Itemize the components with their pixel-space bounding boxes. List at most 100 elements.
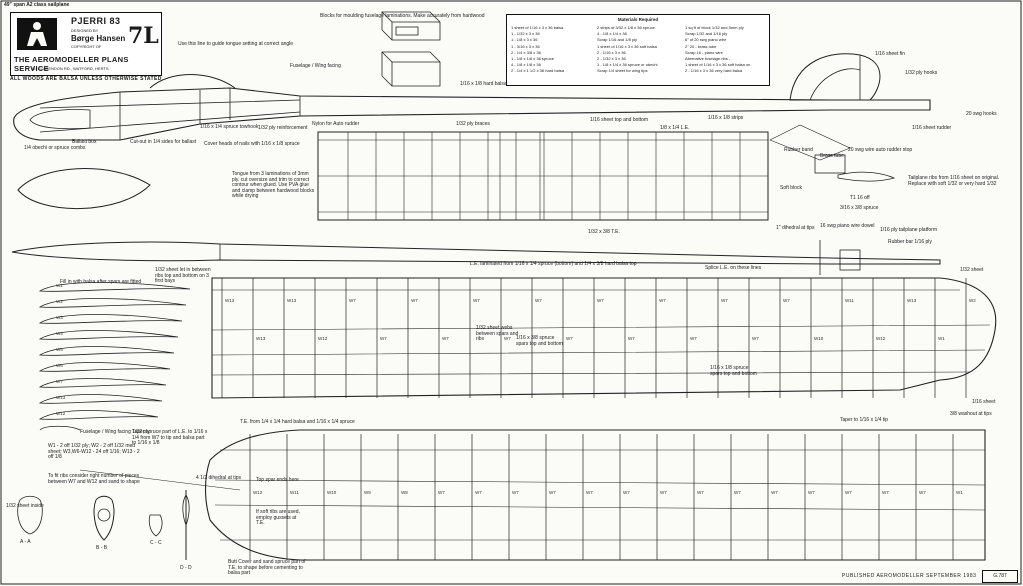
nylon-note: Nylon for Auto rudder [312,121,360,127]
header-note: 49" span A2 class sailplane [4,2,70,8]
spruce-note: 3/16 x 3/8 spruce [840,205,879,211]
top-wing-rib-label: W7 [690,336,697,341]
bottom-wing-rib-label: W9 [364,490,371,495]
bottom-wing-rib-label: W7 [882,490,889,495]
top-wing-rib-label: W7 [349,298,356,303]
rib-count-note: W1 - 2 off 1/32 ply; W2 - 2 off 1/32 med… [48,443,140,460]
section-d-label: D - D [180,565,192,571]
title-block: PJERRI 83 DESIGNED BY Børge Hansen COPYR… [10,12,162,76]
le-note: 1/8 x 1/4 L.E. [660,125,690,131]
rib-profile-label: W3 [56,315,63,320]
dihedral-tips-note: 1" dihedral at tips [776,225,815,231]
bottom-wing-rib-label: W8 [401,490,408,495]
top-wing-rib-label: W7 [721,298,728,303]
t1-note: T1 16 off [850,195,870,201]
top-wing-rib-label: W7 [380,336,387,341]
bottom-wing-rib-label: W7 [512,490,519,495]
spruce-towhook-note: 1/16 x 1/4 spruce towhook [200,124,259,130]
top-wing-rib-label: W13 [256,336,266,341]
rib-profile-label: W13 [56,395,66,400]
rib-profile [38,362,171,372]
rib-profile-label: W12 [56,411,66,416]
publisher-name: THE AEROMODELLER PLANS SERVICE [14,55,129,73]
top-wing-rib-label: W7 [597,298,604,303]
top-wing-rib-label: W13 [907,298,917,303]
spars-note: 1/16 x 3/8 spruce spars top and bottom [516,335,563,347]
designer-name: Børge Hansen [71,34,126,43]
bottom-wing-rib-label: W7 [549,490,556,495]
top-spar-note: Top spar ends here [256,477,299,483]
taper-note: Taper spruce part of L.E. to 1/16 x 1/4 … [132,429,208,446]
taper-tip-note: Taper to 1/16 x 1/4 tip [840,417,889,423]
general-note: ALL WOODS ARE BALSA UNLESS OTHERWISE STA… [10,76,162,82]
ply-hooks-note: 1/32 ply hooks [905,70,938,76]
brass-tube-note: Brass tube [820,153,844,159]
te-note: 1/32 x 3/8 T.E. [588,229,620,235]
te-from-note: T.E. from 1/4 x 1/4 hard balsa and 1/16 … [240,419,355,425]
top-wing-rib-label: W7 [783,298,790,303]
ballast-box-note: Ballast box [72,139,97,145]
sheet-inside-note: 1/32 sheet inside [6,503,44,509]
ply-braces-note: 1/32 ply braces [456,121,490,127]
bottom-wing-rib-label: W1 [956,490,963,495]
rib-profile [38,346,175,356]
bottom-wing-rib-label: W10 [327,490,337,495]
rib-profile [38,298,187,308]
plan-reference: G.787 [982,570,1018,583]
rib-profile [38,330,179,340]
top-wing-rib-label: W7 [473,298,480,303]
rib-profile [38,282,191,292]
bottom-wing-rib-label: W7 [771,490,778,495]
bottom-wing-rib-label: W7 [660,490,667,495]
bottom-wing-rib-label: W7 [586,490,593,495]
top-wing-rib-label: W7 [535,298,542,303]
top-wing-rib-label: W12 [318,336,328,341]
bottom-wing-rib-label: W7 [845,490,852,495]
top-wing-rib-label: W7 [752,336,759,341]
bottom-wing-rib-label: W7 [734,490,741,495]
rib-profile [38,410,159,420]
top-wing-rib-label: W13 [287,298,297,303]
piano-wire-note: 16 swg piano wire dowel [820,223,875,229]
bottom-wing-rib-label: W11 [290,490,299,495]
sheet-fin-note: 1/16 sheet fin [875,51,906,57]
towhook-guide-note: Use this line to guide tongue setting at… [178,41,294,47]
top-wing-rib-label: W12 [876,336,886,341]
butt-cover-note: Butt Cover and sand spruce part of T.E. … [228,559,306,576]
fill-in-note: Fill in with balsa after spars are fitte… [60,279,142,285]
publication-note: PUBLISHED AEROMODELLER SEPTEMBER 1983 [842,573,977,579]
cover-heads-note: Cover heads of nails with 1/16 x 1/8 spr… [204,141,300,147]
model-name: PJERRI 83 [71,16,121,26]
section-b-label: B - B [96,545,108,551]
rib-profile-label: W2 [56,299,63,304]
sheet-top-bottom-note: 1/16 sheet top and bottom [590,117,649,123]
section-c-label: C - C [150,540,162,546]
rib-profile-label: W1 [56,283,63,288]
materials-col3: 1 sq ft of block 1/32 and 5mm ply Scrap … [685,25,751,74]
materials-box: Materials Required 1 sheet of 1/16 x 3 x… [506,14,770,86]
soft-ribs-note: If soft ribs are used, employ gussets at… [256,509,300,526]
sheet-between-ribs-note: 1/32 sheet let in between ribs top and b… [155,267,211,284]
rib-profile [38,314,183,324]
soft-block-note: Soft block [780,185,802,191]
swg-hooks-note: 20 swg hooks [966,111,997,117]
bottom-wing-rib-label: W7 [697,490,704,495]
rib-profile [38,394,163,404]
tongue-note: Tongue from 3 laminations of 3mm ply. cu… [232,171,315,199]
top-wing-rib-label: W7 [442,336,449,341]
materials-title: Materials Required [617,17,659,22]
rubber-band-note: Rubber band [784,147,813,153]
cut-out-note: Cut-out in 1/4 sides for ballast [130,139,197,145]
sheet-rudder-note: 1/16 sheet rudder [912,125,952,131]
pilot-logo-icon [17,18,57,50]
top-wing-rib-label: W7 [504,336,511,341]
top-wing-rib-label: W7 [566,336,573,341]
designed-by-label: DESIGNED BY [71,28,99,33]
publisher-address: 38, CLARENDON RD., WATFORD, HERTS. [31,66,110,71]
rib-profile [38,378,167,388]
materials-col2: 2 strips of 3/32 x 1/8 x 36 spruce 4 - 1… [597,25,658,74]
sheet-webs-note: 1/32 sheet webs between spars and ribs [476,325,519,342]
rib-profile-label: W6 [56,363,63,368]
strips-note: 1/16 x 1/8 strips [708,115,744,121]
